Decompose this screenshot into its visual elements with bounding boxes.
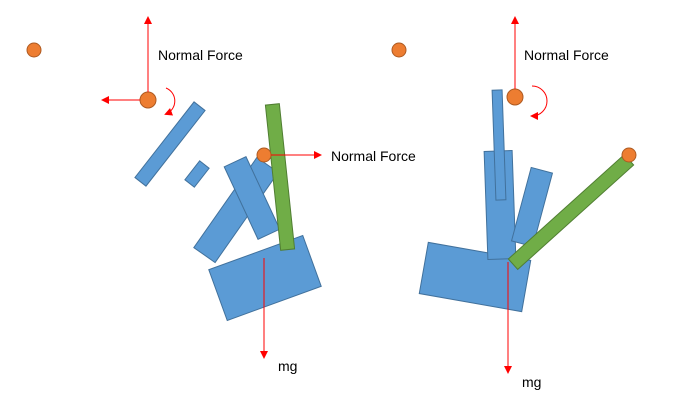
left-normal-force-right-label: Normal Force: [331, 148, 416, 164]
left-contact-ball-right: [256, 147, 272, 163]
left-green-bar: [264, 103, 296, 251]
right-contact-ball-bar: [621, 147, 637, 163]
left-normal-force-top-label: Normal Force: [158, 47, 243, 63]
left-weight-label: mg: [278, 358, 297, 374]
left-rotation-arrow: [164, 87, 176, 116]
right-contact-ball-top: [506, 88, 524, 106]
left-base-block: [208, 234, 322, 322]
left-free-ball: [26, 42, 42, 58]
left-finger-joint: [184, 160, 210, 188]
right-finger: [491, 89, 507, 201]
right-rotation-arrow: [530, 85, 548, 120]
right-weight-label: mg: [522, 374, 541, 390]
left-thumb: [223, 156, 281, 240]
right-figure: Normal Force mg: [391, 16, 637, 390]
left-finger: [134, 101, 206, 187]
right-normal-force-top-label: Normal Force: [524, 47, 609, 63]
right-thumb: [510, 166, 554, 248]
right-free-ball: [391, 42, 407, 58]
right-base-block: [418, 241, 532, 313]
left-contact-ball-top: [139, 91, 157, 109]
left-figure: Normal Force Normal Force mg: [26, 16, 416, 374]
